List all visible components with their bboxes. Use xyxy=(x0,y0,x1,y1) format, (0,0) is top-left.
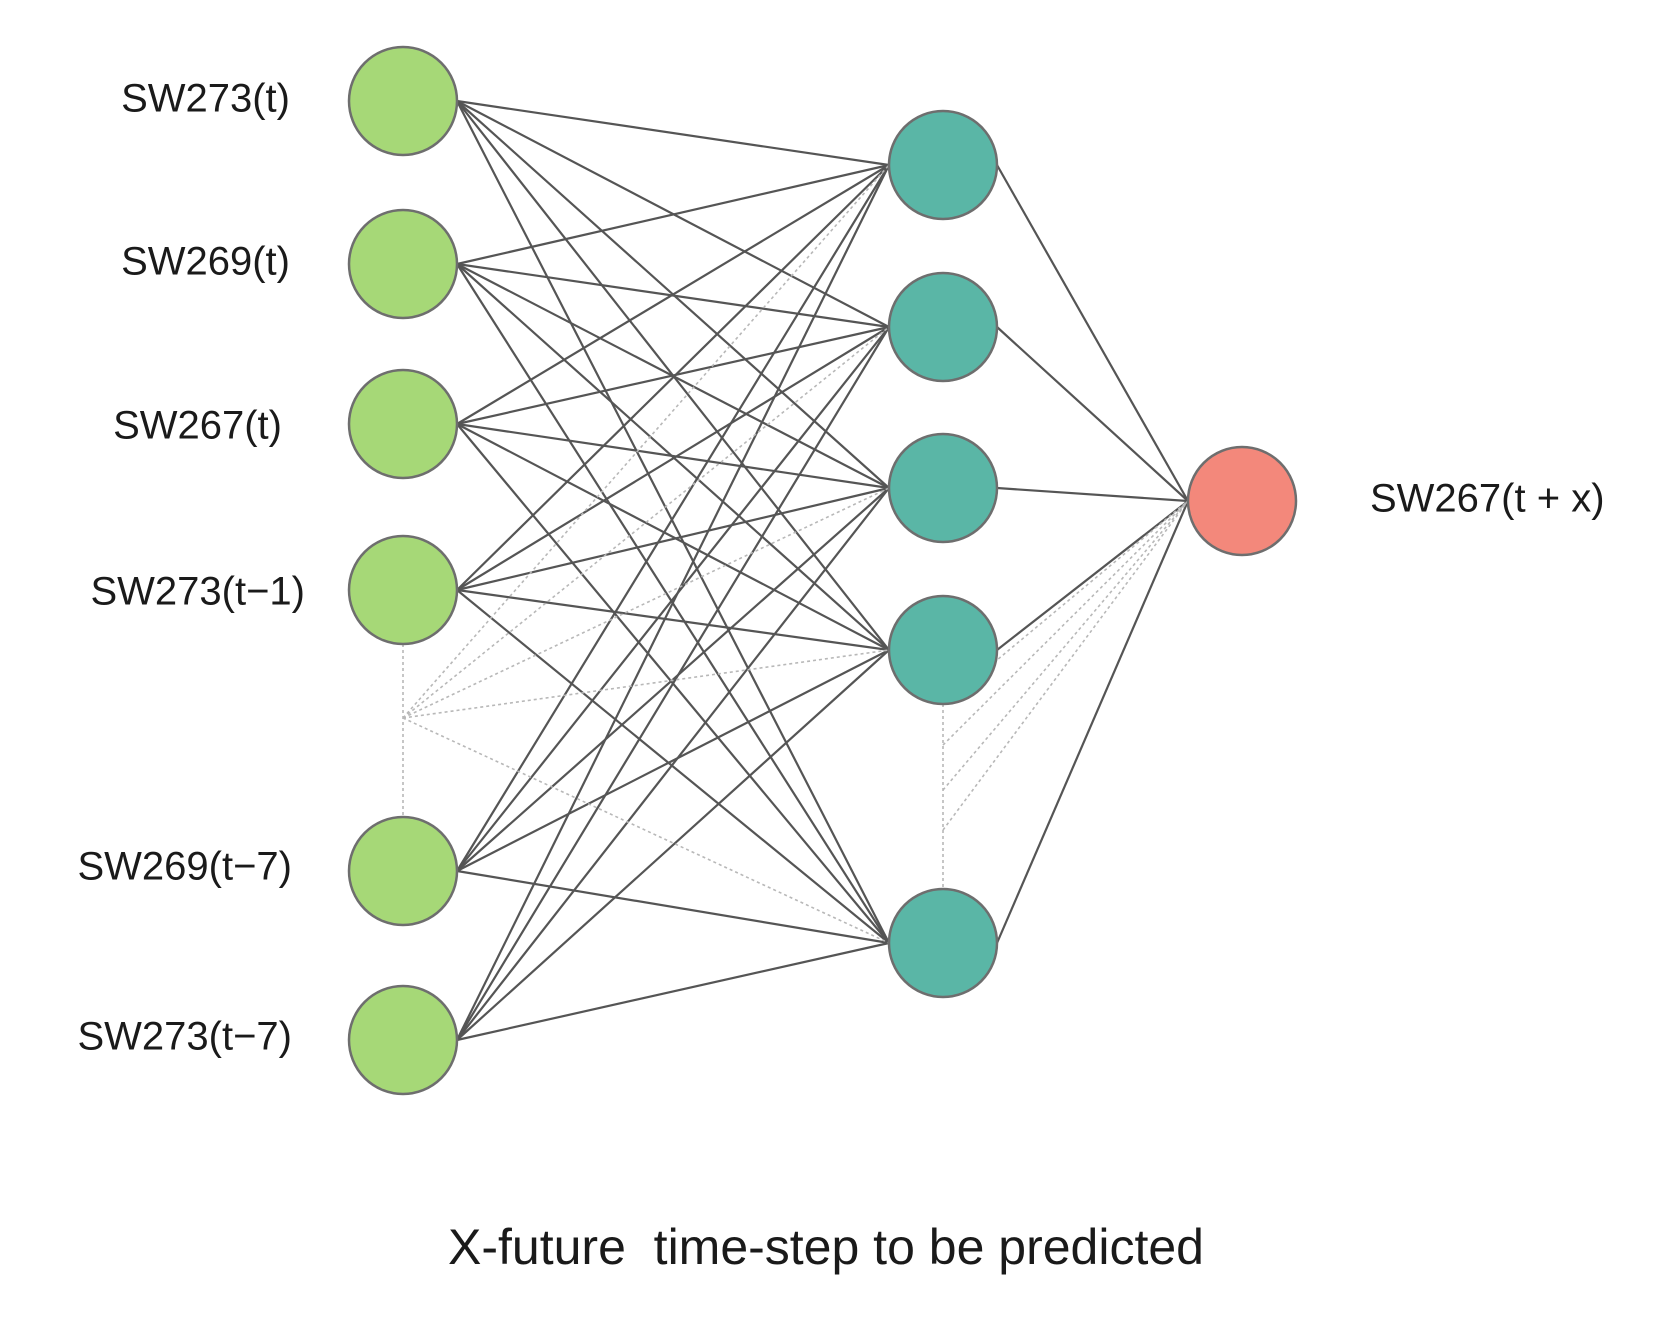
edge-input-4-hidden-1 xyxy=(456,326,890,872)
edge-hidden-3-output xyxy=(996,500,1189,651)
edge-input-2-hidden-2 xyxy=(456,422,890,490)
hidden-node-3 xyxy=(887,594,999,706)
connection-edges xyxy=(402,99,1190,1042)
dotted-edge-hidden-ellipsis-1-output xyxy=(942,500,1189,746)
edge-input-1-hidden-0 xyxy=(456,163,890,266)
input-node-4 xyxy=(347,815,459,927)
input-label-sw269-t-7: SW269(t−7) xyxy=(77,845,292,889)
input-label-sw267-t: SW267(t) xyxy=(113,404,282,448)
edge-input-3-hidden-4 xyxy=(456,589,890,944)
edge-input-4-hidden-4 xyxy=(456,869,890,945)
edge-input-0-hidden-0 xyxy=(456,99,890,167)
input-node-1 xyxy=(347,208,459,320)
edge-input-5-hidden-1 xyxy=(456,326,890,1041)
edge-hidden-4-output xyxy=(995,500,1190,944)
edge-input-5-hidden-4 xyxy=(456,941,890,1042)
network-nodes xyxy=(347,45,1298,1096)
edge-input-2-hidden-1 xyxy=(456,325,890,426)
edge-input-5-hidden-2 xyxy=(456,487,890,1041)
input-label-sw273-t: SW273(t) xyxy=(121,77,290,121)
edge-hidden-1-output xyxy=(996,326,1189,502)
edge-input-3-hidden-1 xyxy=(456,326,890,591)
edge-input-5-hidden-0 xyxy=(456,164,890,1041)
dotted-edge-ellipsis-hidden-0 xyxy=(402,164,890,719)
input-node-3 xyxy=(347,534,459,646)
input-label-sw273-t-7: SW273(t−7) xyxy=(77,1015,292,1059)
input-node-5 xyxy=(347,984,459,1096)
hidden-node-4 xyxy=(887,887,999,999)
edge-input-3-hidden-3 xyxy=(456,588,890,652)
diagram-caption: X-future time-step to be predicted xyxy=(448,1219,1204,1275)
edge-hidden-2-output xyxy=(996,486,1189,503)
edge-input-0-hidden-4 xyxy=(456,100,890,944)
dotted-edge-hidden-ellipsis-3-output xyxy=(942,500,1189,831)
input-label-sw273-t-1: SW273(t−1) xyxy=(90,570,305,614)
hidden-node-1 xyxy=(887,271,999,383)
output-label: SW267(t + x) xyxy=(1370,477,1605,521)
edge-hidden-0-output xyxy=(996,164,1189,502)
hidden-node-0 xyxy=(887,109,999,221)
dotted-edge-hidden-ellipsis-0-output xyxy=(942,500,1189,706)
edge-input-3-hidden-2 xyxy=(456,486,890,592)
edge-input-5-hidden-3 xyxy=(456,649,890,1041)
input-node-2 xyxy=(347,368,459,480)
hidden-node-2 xyxy=(887,432,999,544)
input-label-sw269-t: SW269(t) xyxy=(121,240,290,284)
output-node xyxy=(1186,445,1298,557)
dotted-edge-ellipsis-hidden-1 xyxy=(402,326,890,719)
edge-input-2-hidden-0 xyxy=(456,164,890,425)
edge-input-4-hidden-0 xyxy=(456,164,890,872)
edge-input-4-hidden-3 xyxy=(456,649,890,872)
edge-input-3-hidden-0 xyxy=(456,164,890,591)
input-node-0 xyxy=(347,45,459,157)
dotted-edge-ellipsis-hidden-3 xyxy=(402,649,890,719)
edge-input-2-hidden-3 xyxy=(456,423,890,651)
dotted-edge-ellipsis-hidden-4 xyxy=(402,717,890,944)
